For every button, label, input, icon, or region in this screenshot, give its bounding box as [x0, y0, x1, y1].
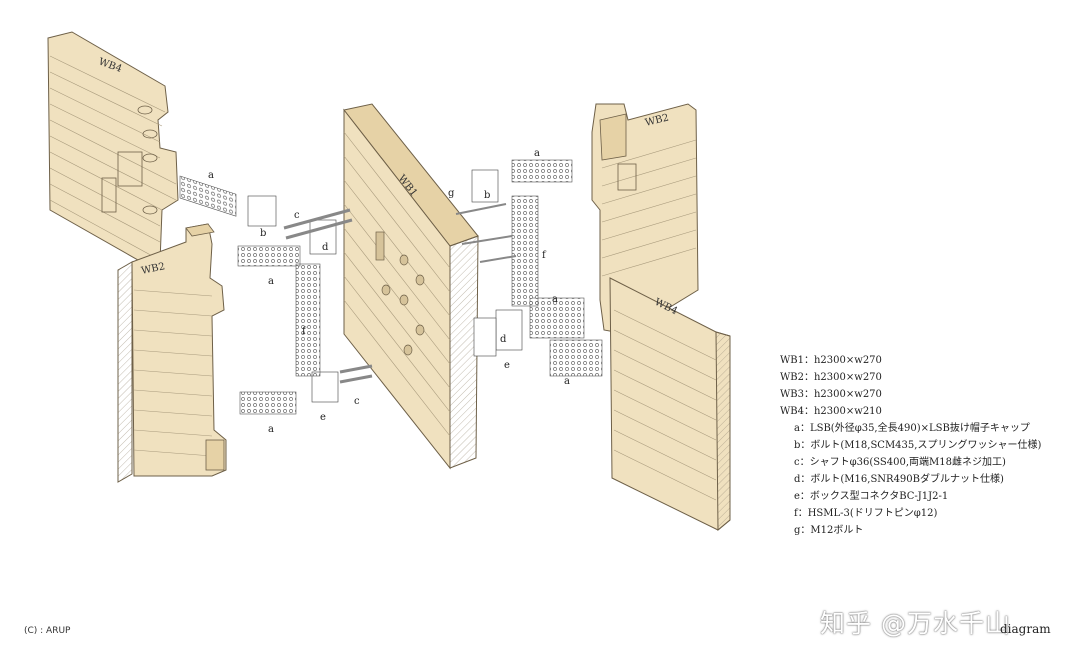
watermark: 知乎 @万水千山 — [820, 609, 1011, 638]
panel-wb1-center: WB1 — [343, 103, 479, 470]
part-label-b: b — [484, 190, 490, 201]
panel-wb2-right: WB2 — [591, 103, 699, 335]
part-label-a: a — [208, 170, 214, 181]
part-label-f: f — [542, 250, 547, 261]
legend-key-g: g：M12ボルト — [794, 525, 864, 536]
legend-spec-wb4: WB4：h2300×w210 — [780, 406, 882, 417]
legend-key-e: e：ボックス型コネクタBC-J1J2-1 — [794, 491, 949, 502]
panel-wb4-left: WB4 — [47, 31, 179, 269]
part-label-d: d — [322, 242, 329, 253]
part-label-e: e — [320, 412, 326, 423]
diagram-caption: diagram — [1000, 622, 1051, 636]
connectors-left — [179, 175, 373, 415]
part-label-b: b — [260, 228, 266, 239]
legend-key-a: a：LSB(外径φ35,全長490)×LSB抜け帽子キャップ — [794, 423, 1030, 434]
legend-spec-wb3: WB3：h2300×w270 — [780, 389, 882, 400]
part-label-f: f — [302, 326, 307, 337]
part-label-a: a — [534, 148, 540, 159]
legend-key-c: c：シャフトφ36(SS400,両端M18雌ネジ加工) — [794, 457, 1006, 468]
part-label-g: g — [448, 188, 455, 199]
connectors-right — [455, 159, 603, 377]
panel-wb2-left: WB2 — [117, 223, 227, 483]
part-label-d: d — [500, 334, 507, 345]
part-label-c: c — [354, 396, 360, 407]
legend-key-f: f：HSML-3(ドリフトピンφ12) — [794, 508, 938, 519]
legend-spec-wb1: WB1：h2300×w270 — [780, 355, 882, 366]
part-label-a: a — [564, 376, 570, 387]
part-label-a: a — [268, 276, 274, 287]
legend-key-b: b：ボルト(M18,SCM435,スプリングワッシャー仕様) — [794, 440, 1042, 451]
legend-key-d: d：ボルト(M16,SNR490Bダブルナット仕様) — [794, 474, 1004, 485]
part-label-e: e — [504, 360, 510, 371]
wb4-left-grain — [49, 55, 177, 259]
part-label-a: a — [268, 424, 274, 435]
panel-wb4-right: WB4 — [609, 277, 731, 532]
part-label-a: a — [552, 294, 558, 305]
copyright-credit: (C) : ARUP — [24, 626, 71, 636]
legend: WB1：h2300×w270 WB2：h2300×w270 WB3：h2300×… — [780, 352, 1041, 539]
part-label-c: c — [294, 210, 300, 221]
legend-spec-wb2: WB2：h2300×w270 — [780, 372, 882, 383]
wb2-left-label: WB2 — [140, 261, 166, 277]
